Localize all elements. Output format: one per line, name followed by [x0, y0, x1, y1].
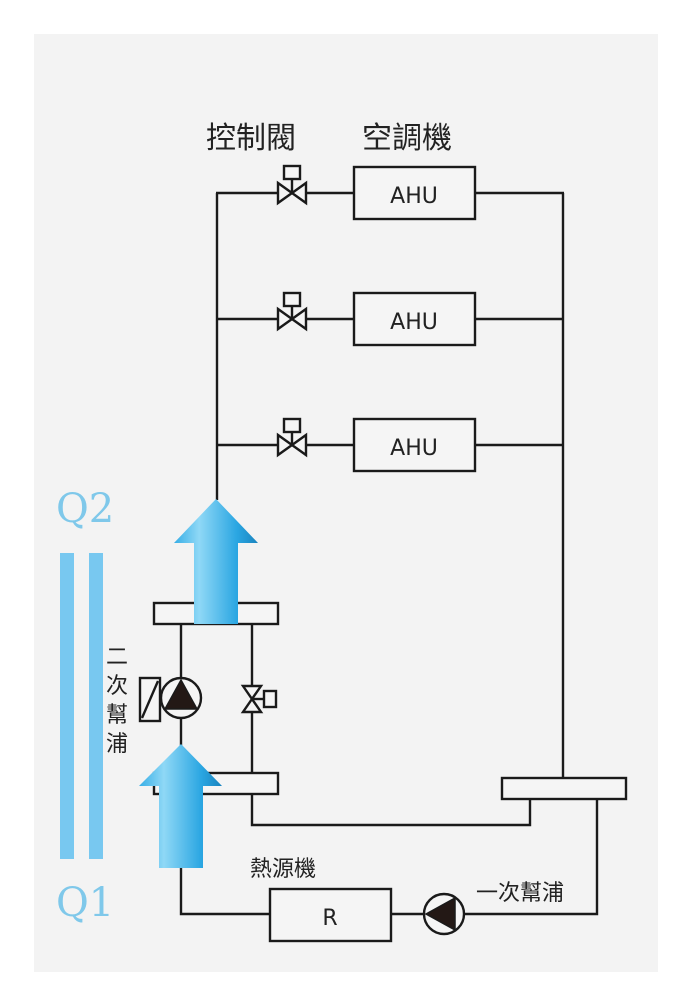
heat-source-label: R: [322, 906, 337, 931]
heat-source-unit[interactable]: [268, 887, 393, 943]
primary-pipe: [464, 799, 599, 916]
secondary-pump-label: 二 次 幫 浦: [106, 645, 128, 757]
diagram-panel: [34, 34, 658, 972]
flow-bar-left: [60, 553, 74, 859]
flow-bar-right: [89, 553, 103, 859]
ahu-label: AHU: [390, 184, 438, 209]
ahu-branch-1: AHU: [216, 164, 564, 221]
right-header: [500, 776, 628, 801]
secondary-pump-icon[interactable]: [138, 676, 203, 723]
ahu-unit[interactable]: [352, 165, 477, 221]
q2-label: Q2: [56, 486, 114, 532]
control-valve-icon[interactable]: [276, 164, 308, 206]
primary-pump-icon[interactable]: [422, 892, 466, 936]
ahu-label: AHU: [390, 436, 438, 461]
svg-text:浦: 浦: [106, 732, 128, 757]
ahu-unit[interactable]: [352, 417, 477, 473]
ahu-branch-2: AHU: [216, 291, 563, 347]
q1-label: Q1: [56, 880, 114, 926]
heat-source-title: 熱源機: [250, 857, 316, 882]
return-pipe: [250, 794, 532, 827]
air-handler-label: 空調機: [362, 121, 452, 156]
ahu-label: AHU: [390, 310, 438, 335]
svg-text:幫: 幫: [106, 703, 128, 728]
control-valve-label: 控制閥: [206, 121, 296, 156]
flow-arrow-up-icon: [174, 499, 258, 624]
ahu-unit[interactable]: [352, 291, 477, 347]
control-valve-icon[interactable]: [276, 417, 308, 458]
flow-arrow-up-icon: [139, 744, 222, 868]
bypass-valve-icon[interactable]: [240, 684, 278, 714]
svg-text:次: 次: [106, 674, 128, 699]
svg-text:二: 二: [106, 645, 128, 670]
primary-pipe: [179, 868, 270, 916]
primary-pump-label: 一次幫浦: [476, 881, 564, 906]
control-valve-icon[interactable]: [276, 291, 308, 332]
ahu-branch-3: AHU: [216, 417, 563, 473]
